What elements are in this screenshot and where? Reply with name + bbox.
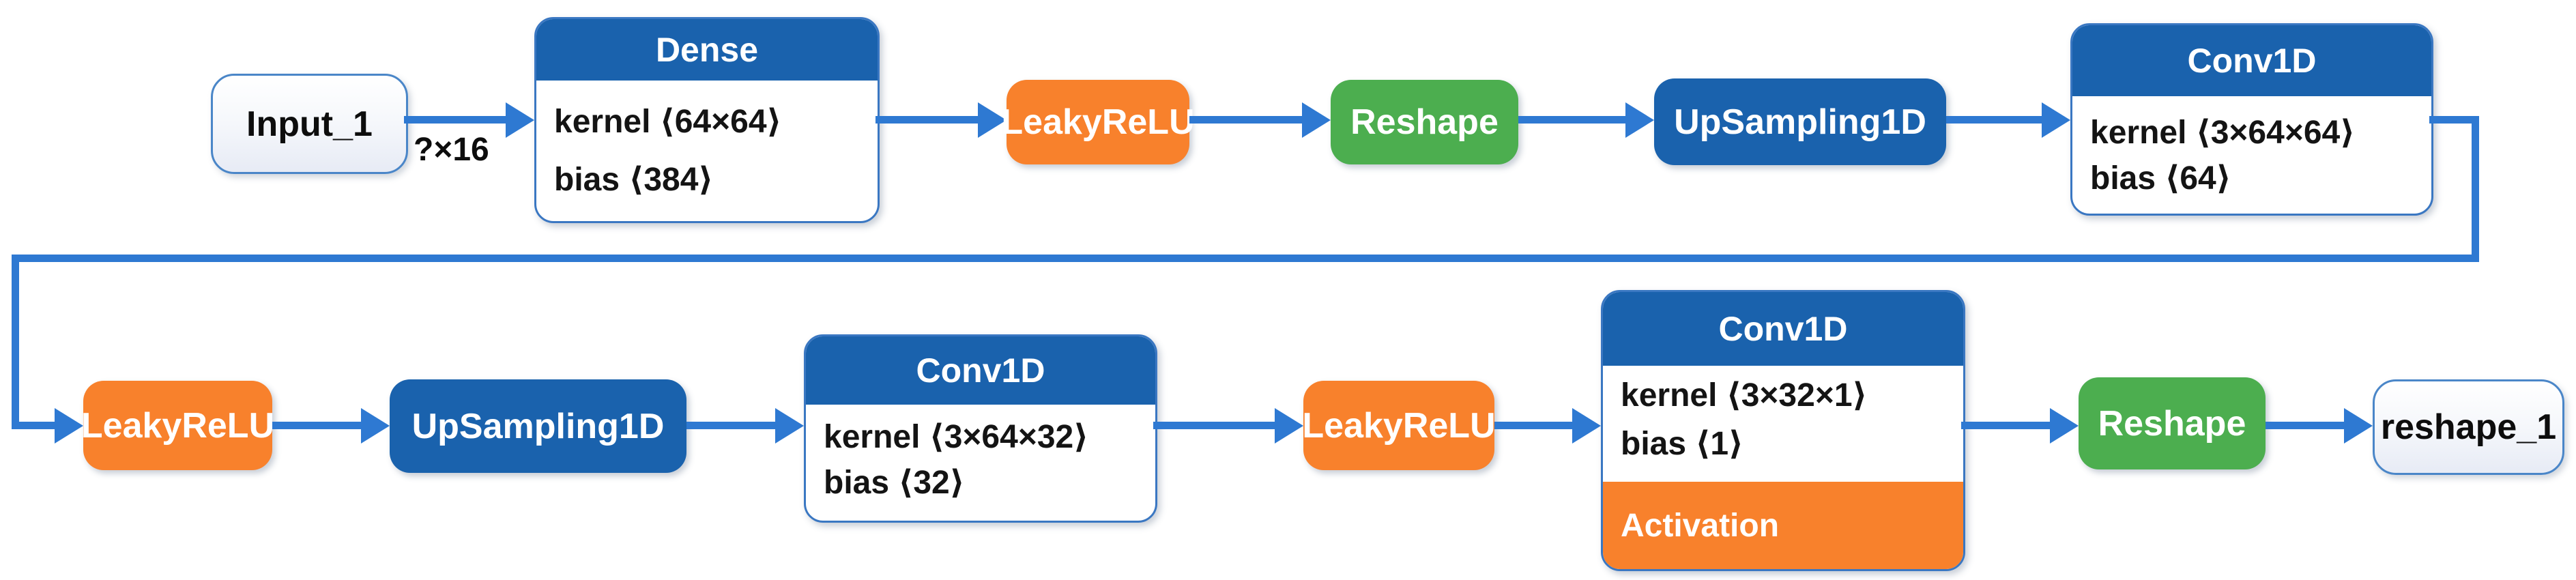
edge-leakyrelu1-reshape [1189,116,1303,124]
node-conv1d-2: Conv1D kernel ⟨3×64×32⟩ bias ⟨32⟩ [804,334,1157,523]
node-conv1d-1-params: kernel ⟨3×64×64⟩ bias ⟨64⟩ [2072,96,2431,214]
node-leakyrelu-3-label: LeakyReLU [1302,405,1496,446]
edge-upsampling2-conv2 [686,422,777,429]
edge-dense-leakyrelu1 [875,116,979,124]
edge-input-dense-shape-label: ?×16 [414,132,489,168]
node-leakyrelu-2-label: LeakyReLU [81,405,275,446]
node-conv1d-1-title: Conv1D [2072,25,2431,96]
node-dense-title: Dense [536,19,878,81]
node-leakyrelu-1: LeakyReLU [1001,80,1195,164]
connector-left-vertical [12,255,19,429]
connector-return-horizontal [12,255,2479,262]
node-input-1-label: Input_1 [246,104,373,144]
node-leakyrelu-1-label: LeakyReLU [1001,102,1195,142]
edge-conv3-reshapeb [1961,422,2051,429]
node-reshape-a: Reshape [1331,80,1518,164]
edge-reshapeb-output-arrowhead-icon [2344,408,2373,444]
node-reshape-b-label: Reshape [2098,403,2246,444]
node-upsampling1d-2: UpSampling1D [390,379,686,473]
node-conv1d-2-params: kernel ⟨3×64×32⟩ bias ⟨32⟩ [806,405,1155,521]
connector-row1-exit [2429,116,2479,124]
edge-upsampling2-conv2-arrowhead-icon [775,408,804,444]
node-conv1d-1-bias: bias ⟨64⟩ [2090,160,2231,197]
edge-leakyrelu1-reshape-arrowhead-icon [1302,102,1331,138]
edge-leakyrelu3-conv3-arrowhead-icon [1572,408,1601,444]
node-conv1d-2-title: Conv1D [806,336,1155,405]
node-upsampling1d-2-label: UpSampling1D [411,406,665,446]
edge-upsampling1-conv1-arrowhead-icon [2042,102,2070,138]
node-reshape-a-label: Reshape [1350,102,1499,142]
edge-input-dense [404,116,506,124]
edge-upsampling1-conv1 [1946,116,2043,124]
node-conv1d-3-kernel: kernel ⟨3×32×1⟩ [1621,377,1868,414]
connector-row2-entry [12,422,56,429]
node-dense-params: kernel ⟨64×64⟩ bias ⟨384⟩ [536,81,878,221]
node-conv1d-2-kernel: kernel ⟨3×64×32⟩ [824,419,1089,455]
edge-leakyrelu2-upsampling2 [272,422,362,429]
edge-dense-leakyrelu1-arrowhead-icon [978,102,1007,138]
edge-leakyrelu2-upsampling2-arrowhead-icon [361,408,390,444]
edge-reshapeb-output [2266,422,2345,429]
edge-leakyrelu3-conv3 [1494,422,1574,429]
node-conv1d-3-activation: Activation [1603,482,1963,569]
node-conv1d-1-kernel: kernel ⟨3×64×64⟩ [2090,115,2356,151]
edge-conv3-reshapeb-arrowhead-icon [2050,408,2079,444]
node-dense-kernel: kernel ⟨64×64⟩ [554,104,782,140]
node-reshape-1-output: reshape_1 [2373,379,2564,475]
edge-reshape-upsampling1-arrowhead-icon [1625,102,1654,138]
node-dense: Dense kernel ⟨64×64⟩ bias ⟨384⟩ [534,17,880,223]
node-dense-bias: bias ⟨384⟩ [554,162,714,198]
node-input-1: Input_1 [211,74,408,174]
connector-row2-arrowhead-icon [55,408,83,444]
node-conv1d-3-bias: bias ⟨1⟩ [1621,426,1743,462]
node-conv1d-2-bias: bias ⟨32⟩ [824,465,965,501]
node-leakyrelu-2: LeakyReLU [81,381,275,470]
node-leakyrelu-3: LeakyReLU [1302,381,1496,470]
edge-conv2-leakyrelu3-arrowhead-icon [1275,408,1303,444]
node-upsampling1d-1-label: UpSampling1D [1674,102,1926,142]
edge-input-dense-arrowhead-icon [506,102,534,138]
node-conv1d-1: Conv1D kernel ⟨3×64×64⟩ bias ⟨64⟩ [2070,23,2433,216]
node-conv1d-3: Conv1D kernel ⟨3×32×1⟩ bias ⟨1⟩ Activati… [1601,290,1965,571]
node-reshape-b: Reshape [2079,377,2266,469]
node-upsampling1d-1: UpSampling1D [1654,78,1946,165]
edge-conv2-leakyrelu3 [1153,422,1276,429]
node-conv1d-3-params: kernel ⟨3×32×1⟩ bias ⟨1⟩ [1603,366,1963,482]
connector-right-vertical [2472,116,2479,262]
node-reshape-1-output-label: reshape_1 [2380,407,2557,447]
node-conv1d-3-title: Conv1D [1603,292,1963,366]
edge-reshape-upsampling1 [1518,116,1627,124]
